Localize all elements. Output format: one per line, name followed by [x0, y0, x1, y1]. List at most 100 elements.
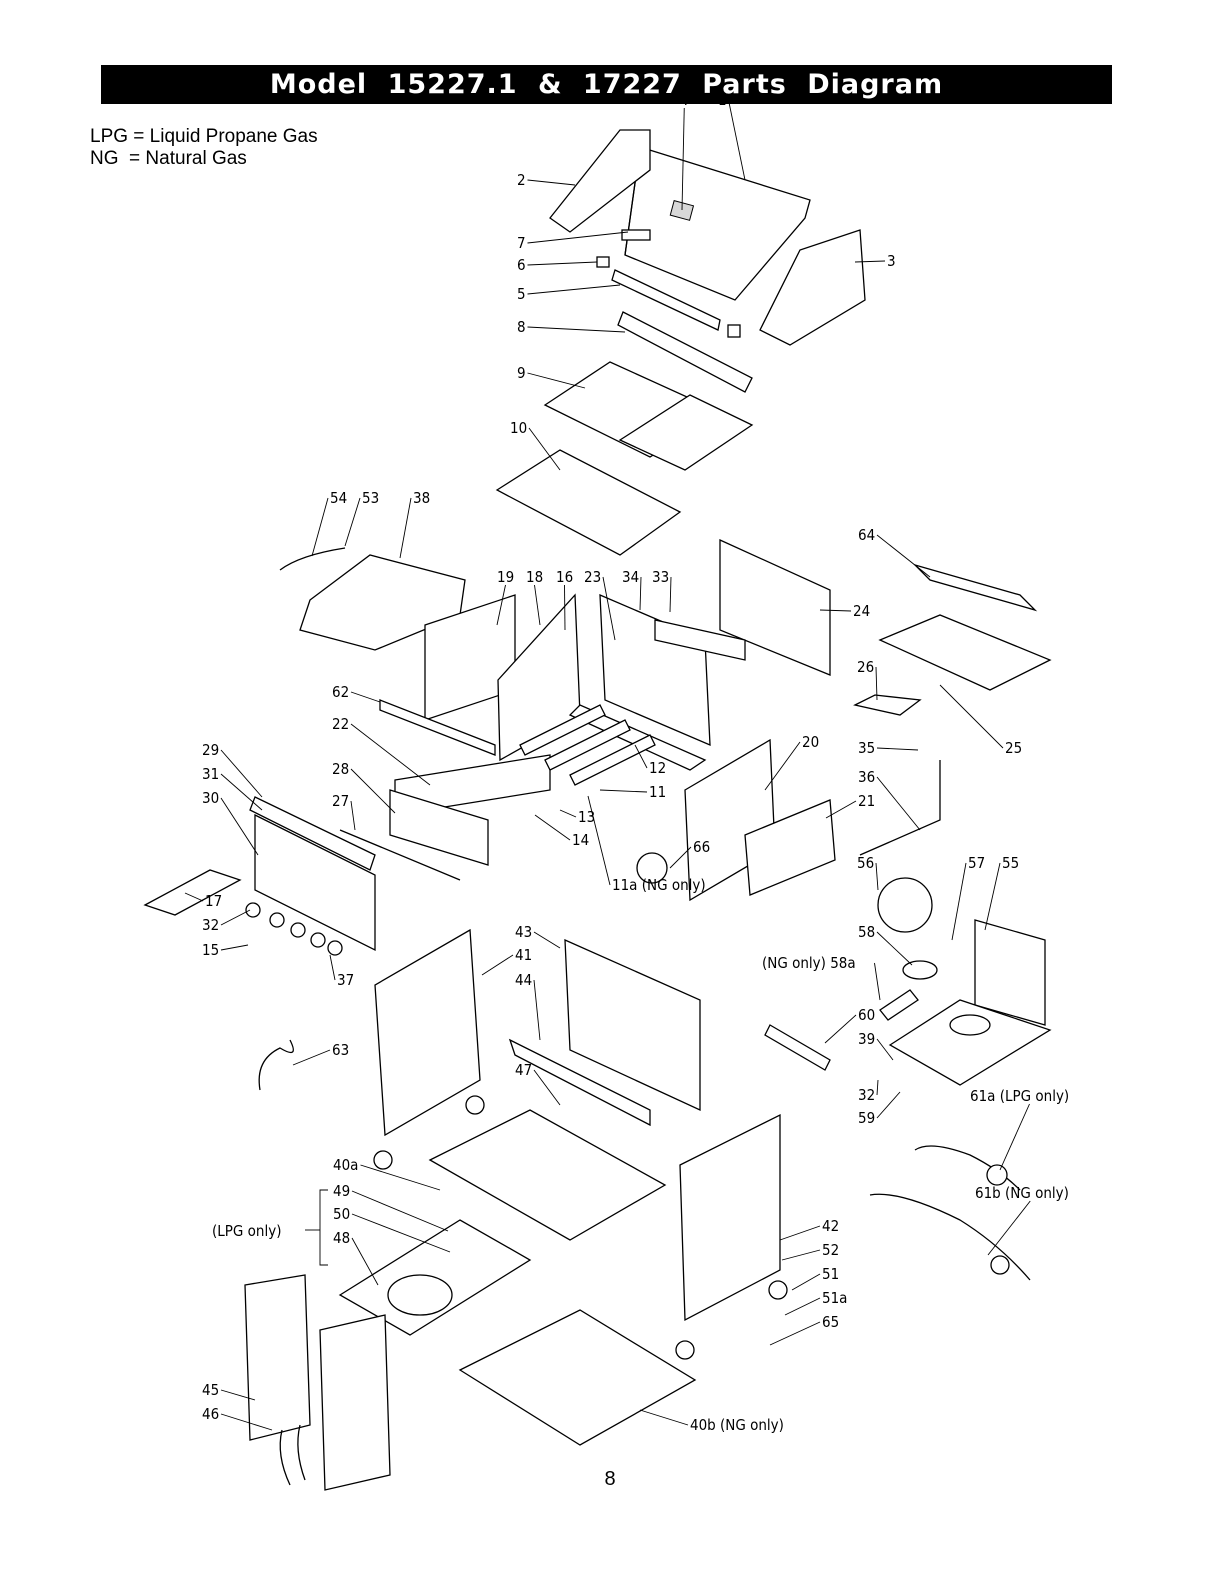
callout-label: 33 — [652, 568, 669, 586]
leader-line — [587, 795, 611, 886]
side-burner — [764, 760, 1052, 1086]
lid-assembly — [549, 129, 866, 346]
leader-line — [639, 1409, 689, 1426]
leader-line — [534, 584, 541, 626]
callout-label: 45 — [202, 1381, 219, 1399]
callout-label: 10 — [510, 419, 527, 437]
callout-label: 5 — [517, 285, 526, 303]
callout-label: 37 — [337, 971, 354, 989]
callout-label: 26 — [857, 658, 874, 676]
callout-label: 2 — [517, 171, 526, 189]
leader-line — [527, 231, 629, 244]
callout-label: 52 — [822, 1241, 839, 1259]
callout-label: 36 — [858, 768, 875, 786]
callout-label: 44 — [515, 971, 532, 989]
leader-line — [876, 534, 931, 578]
callout-label: 11 — [649, 783, 666, 801]
callout-label: 30 — [202, 789, 219, 807]
leader-line — [999, 1103, 1030, 1171]
callout-label: 27 — [332, 792, 349, 810]
callout-label: 17 — [205, 892, 222, 910]
firebox-panels — [379, 538, 836, 902]
callout-label: 3 — [887, 252, 896, 270]
callout-label: 32 — [202, 916, 219, 934]
title-bar: Model 15227.1 & 17227 Parts Diagram — [101, 65, 1112, 104]
leader-line — [874, 962, 881, 1001]
leader-line — [781, 1249, 821, 1261]
leader-line — [220, 773, 263, 811]
callout-label: 24 — [853, 602, 870, 620]
leader-line — [344, 497, 361, 547]
callout-label: 55 — [1002, 854, 1019, 872]
callout-label: 35 — [858, 739, 875, 757]
leader-lines — [184, 99, 1031, 1431]
callout-label: 4 — [680, 91, 689, 109]
leader-line — [220, 797, 259, 856]
callout-label: 42 — [822, 1217, 839, 1235]
leader-line — [184, 892, 204, 902]
leader-line — [728, 99, 746, 181]
lpg-bracket — [305, 1189, 328, 1266]
callout-label: 16 — [556, 568, 573, 586]
leader-line — [951, 862, 967, 941]
callout-label: 61a (LPG only) — [970, 1087, 1069, 1105]
leader-line — [360, 1164, 441, 1191]
leader-line — [824, 1014, 857, 1044]
leader-line — [779, 1225, 821, 1241]
leader-line — [527, 284, 621, 295]
callout-label: 60 — [858, 1006, 875, 1024]
callout-label: 51a — [822, 1289, 847, 1307]
callout-label: 65 — [822, 1313, 839, 1331]
leader-line — [311, 497, 329, 557]
callout-label: 13 — [578, 808, 595, 826]
leader-line — [351, 1237, 379, 1286]
leader-line — [876, 747, 919, 751]
leader-line — [351, 1213, 451, 1253]
callout-label: 53 — [362, 489, 379, 507]
callout-label: 21 — [858, 792, 875, 810]
leader-line — [639, 576, 642, 611]
callout-label: 49 — [333, 1182, 350, 1200]
callout-label: 9 — [517, 364, 526, 382]
callout-label: 54 — [330, 489, 347, 507]
leader-line — [533, 979, 541, 1041]
leader-line — [292, 1049, 331, 1066]
grates — [495, 311, 754, 556]
leader-line — [534, 814, 571, 841]
leader-line — [825, 800, 857, 819]
leader-line — [220, 1389, 256, 1401]
leader-line — [876, 1079, 879, 1096]
leader-line — [481, 954, 514, 976]
callout-label: (NG only) 58a — [762, 954, 856, 972]
leader-line — [527, 326, 626, 333]
callout-label: 23 — [584, 568, 601, 586]
callout-label: 18 — [526, 568, 543, 586]
legend-lpg: LPG = Liquid Propane Gas — [90, 126, 318, 147]
leader-line — [220, 1413, 273, 1431]
legend-ng: NG = Natural Gas — [90, 148, 247, 169]
leader-line — [876, 776, 921, 831]
callout-label: 20 — [802, 733, 819, 751]
callout-label: 14 — [572, 831, 589, 849]
leader-line — [769, 1321, 821, 1346]
callout-label: 12 — [649, 759, 666, 777]
callout-label: 15 — [202, 941, 219, 959]
callout-label: 7 — [517, 234, 526, 252]
leader-line — [564, 584, 566, 631]
callout-label: 64 — [858, 526, 875, 544]
leader-line — [351, 1190, 449, 1232]
leader-line — [350, 723, 431, 786]
leader-line — [681, 107, 685, 211]
callout-label: 59 — [858, 1109, 875, 1127]
leader-line — [876, 1038, 894, 1061]
gas-hoses — [258, 1039, 1031, 1281]
leader-line — [854, 260, 886, 263]
leader-line — [875, 862, 879, 891]
callout-label: 48 — [333, 1229, 350, 1247]
control-panel — [143, 796, 376, 956]
callout-label: 43 — [515, 923, 532, 941]
callout-label: 22 — [332, 715, 349, 733]
